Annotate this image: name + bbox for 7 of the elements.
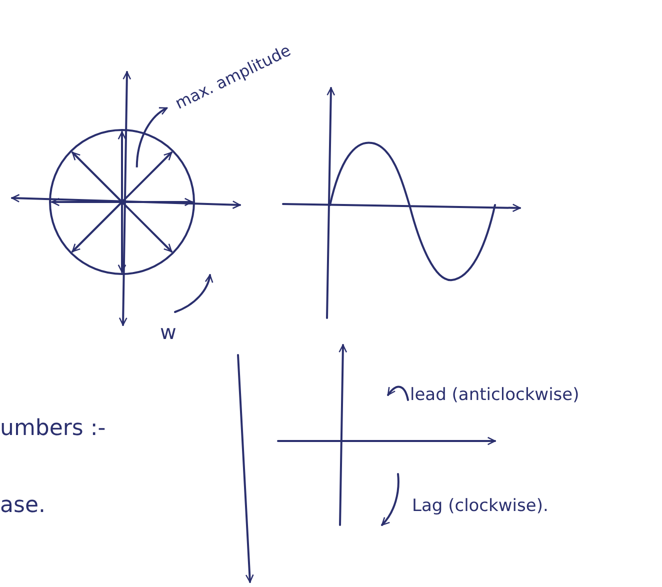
leader-line [136,107,168,168]
phasor-arrow [121,152,172,203]
annotation-text: Lag (clockwise). [412,498,548,515]
heading-text: umbers :- [0,418,106,440]
angular-velocity-label: w [160,322,176,342]
heading-text: ase. [0,495,46,517]
annotation-text: lead (anticlockwise) [410,387,580,404]
